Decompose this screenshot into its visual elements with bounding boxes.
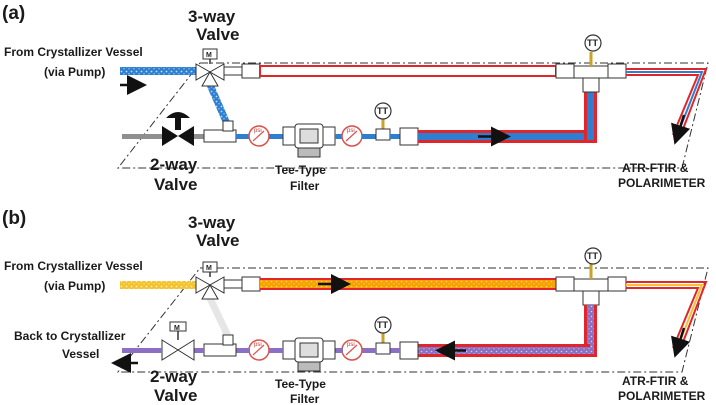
panel-a-3way-valve[interactable]: M	[195, 48, 225, 87]
panel-a-upper-coupling	[241, 63, 261, 79]
svg-text:M: M	[206, 52, 212, 59]
panel-b-instrument-label-1: ATR-FTIR &	[622, 374, 689, 388]
panel-a: (a) psi	[2, 3, 709, 194]
panel-b-pressure-gauge-2: psi	[341, 339, 363, 361]
panel-a-filter-label-1: Tee-Type	[275, 163, 326, 177]
panel-a-right-tee	[573, 65, 609, 79]
panel-b: (b) M 3-way Valve TT	[2, 208, 709, 405]
panel-b-3way-label-1: 3-way	[188, 213, 236, 232]
panel-b-return-label-2: Vessel	[62, 347, 99, 361]
panel-a-instrument-label-2: POLARIMETER	[618, 176, 706, 190]
panel-b-boundary	[116, 267, 709, 373]
panel-b-feed-line	[120, 281, 198, 289]
svg-text:TT: TT	[377, 106, 388, 116]
panel-a-tee-filter	[282, 123, 336, 158]
panel-a-2way-label-2: Valve	[154, 175, 198, 194]
panel-b-temperature-sensor-lower: TT	[374, 316, 392, 355]
svg-text:TT: TT	[587, 251, 598, 261]
panel-b-2way-label-2: Valve	[154, 386, 198, 405]
panel-b-bypass-line	[204, 292, 232, 338]
svg-text:M: M	[174, 325, 180, 332]
panel-b-2way-valve[interactable]: M	[161, 321, 195, 361]
svg-text:psi: psi	[347, 342, 355, 348]
panel-b-filter-label-1: Tee-Type	[275, 377, 326, 391]
svg-text:TT: TT	[377, 320, 388, 330]
panel-a-source-label-1: From Crystallizer Vessel	[4, 45, 143, 59]
panel-a-2way-label-1: 2-way	[150, 155, 198, 174]
panel-b-2way-label-1: 2-way	[150, 367, 198, 386]
panel-b-tee-fitting	[203, 343, 237, 357]
panel-a-upper-tube	[259, 65, 557, 77]
panel-b-3way-label-2: Valve	[196, 231, 240, 250]
panel-a-2way-valve[interactable]	[162, 112, 194, 146]
panel-b-tag: (b)	[2, 208, 26, 229]
panel-a-3way-label-1: 3-way	[188, 7, 236, 26]
panel-b-return-line	[122, 348, 162, 353]
svg-text:psi: psi	[347, 128, 355, 134]
panel-b-return-label-1: Back to Crystallizer	[14, 329, 126, 343]
panel-b-source-label-1: From Crystallizer Vessel	[4, 259, 143, 273]
panel-b-instrument-label-2: POLARIMETER	[618, 389, 706, 403]
svg-text:TT: TT	[587, 38, 598, 48]
panel-a-instrument-arrow	[671, 114, 691, 145]
svg-text:M: M	[206, 265, 212, 272]
panel-a-source-label-2: (via Pump)	[44, 65, 105, 79]
panel-a-lower-coupling	[399, 127, 419, 146]
panel-b-source-label-2: (via Pump)	[44, 279, 105, 293]
panel-b-filter-label-2: Filter	[290, 392, 320, 405]
panel-b-lower-coupling	[399, 341, 419, 360]
panel-a-tee-fitting	[203, 129, 237, 143]
panel-b-3way-valve[interactable]: M	[195, 261, 225, 300]
panel-b-instrument-arrow	[671, 327, 691, 358]
panel-b-pressure-gauge-1: psi	[248, 339, 270, 361]
panel-b-right-tee	[573, 278, 609, 292]
panel-a-tag: (a)	[2, 3, 25, 24]
panel-a-feed-line	[120, 67, 198, 75]
panel-a-3way-label-2: Valve	[196, 25, 240, 44]
panel-a-filter-label-2: Filter	[290, 179, 320, 193]
svg-text:psi: psi	[254, 342, 262, 348]
svg-text:psi: psi	[254, 128, 262, 134]
panel-a-instrument-label-1: ATR-FTIR &	[622, 161, 689, 175]
panel-a-temperature-sensor-upper: TT	[584, 34, 602, 66]
panel-a-drain-line	[122, 134, 162, 139]
panel-a-pressure-gauge-1: psi	[248, 125, 270, 147]
panel-b-tee-filter	[282, 337, 336, 372]
panel-a-temperature-sensor-lower: TT	[374, 102, 392, 141]
panel-a-boundary	[116, 62, 709, 169]
panel-a-bypass-line	[204, 78, 232, 128]
panel-a-pressure-gauge-2: psi	[341, 125, 363, 147]
panel-b-temperature-sensor-upper: TT	[584, 247, 602, 279]
